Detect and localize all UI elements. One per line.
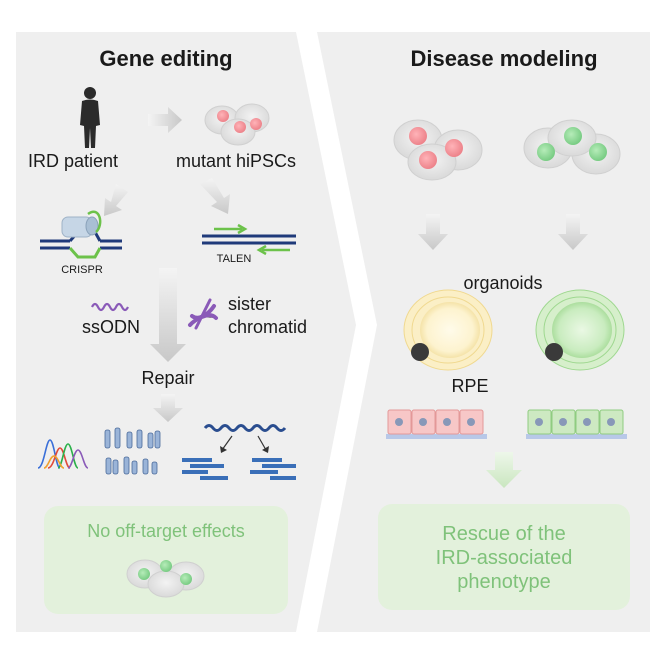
ssodn-label: ssODN — [82, 317, 140, 337]
sequencing-trace-icon — [37, 439, 89, 469]
rescue-line2: IRD-associated — [436, 547, 573, 569]
arrow-to-rescue — [486, 452, 522, 488]
off-target-analysis-icon — [182, 424, 296, 480]
mutant-organoid — [403, 289, 493, 371]
crispr-label: CRISPR — [61, 264, 103, 276]
patient-icon — [80, 87, 100, 148]
rescue-phenotype-box — [378, 504, 630, 610]
left-panel-bg — [16, 32, 356, 632]
arrow-to-talen — [200, 178, 230, 214]
crispr-graphic — [40, 210, 122, 259]
rescued-organoid — [535, 289, 625, 371]
sister-chromatid-icon — [188, 298, 218, 330]
ssodn-icon — [91, 302, 129, 312]
no-off-target-text: No off-target effects — [87, 521, 244, 541]
patient-label: IRD patient — [28, 151, 118, 171]
sister-label-line1: sister — [228, 294, 271, 314]
rescued-rpe-layer — [526, 409, 627, 439]
arrow-mutant-to-organoid — [418, 214, 448, 250]
rescue-line1: Rescue of the — [442, 523, 565, 545]
rpe-label: RPE — [451, 376, 488, 396]
karyotype-icon — [104, 427, 161, 475]
arrow-to-crispr — [104, 184, 128, 216]
arrow-to-repair — [150, 268, 186, 362]
disease-modeling-title: Disease modeling — [410, 46, 597, 71]
arrow-patient-to-hipsc — [148, 107, 182, 133]
arrow-after-repair — [153, 394, 183, 422]
arrow-rescued-to-organoid — [558, 214, 588, 250]
rescue-line3: phenotype — [457, 571, 550, 593]
rescued-cell-cluster-right — [523, 119, 621, 175]
repair-label: Repair — [141, 368, 194, 388]
talen-label: TALEN — [217, 253, 252, 265]
mutant-cell-cluster-right — [393, 119, 483, 181]
rescued-cell-cluster-left — [126, 559, 205, 598]
mutant-rpe-layer — [386, 409, 487, 439]
mutant-hipsc-cluster — [204, 103, 270, 146]
talen-graphic — [202, 223, 296, 256]
sister-label-line2: chromatid — [228, 317, 307, 337]
organoids-label: organoids — [463, 273, 542, 293]
hipsc-label: mutant hiPSCs — [176, 151, 296, 171]
gene-editing-title: Gene editing — [99, 46, 232, 71]
